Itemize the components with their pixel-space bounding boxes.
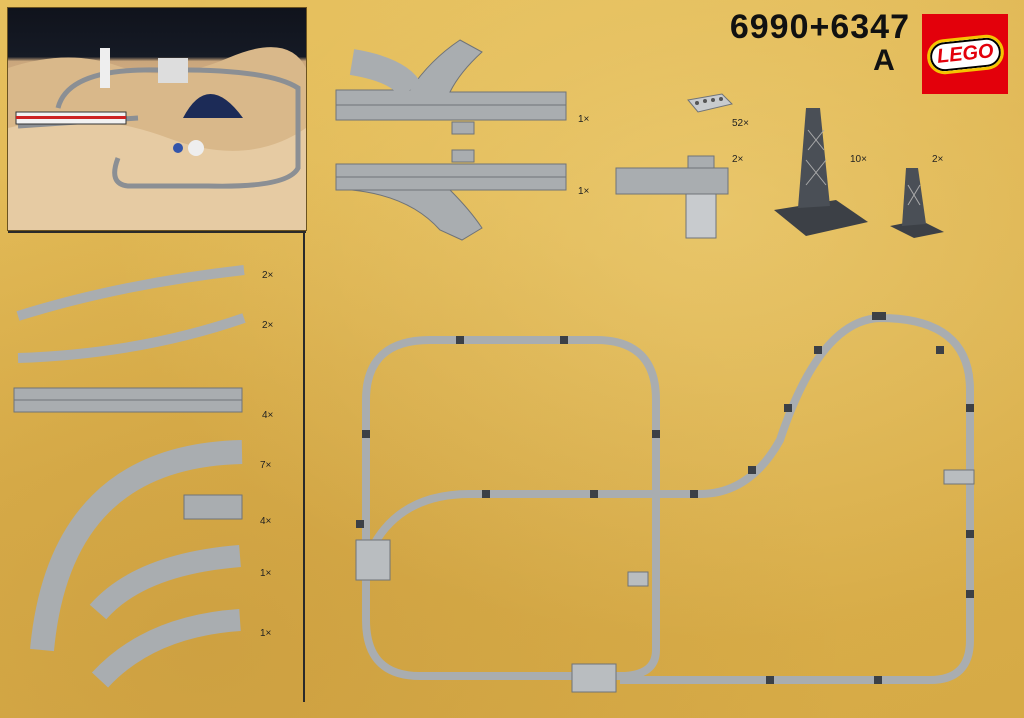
track-layout-switches [355, 469, 975, 693]
qty-curve-flex-b: 2× [262, 320, 274, 331]
set-number: 6990+6347 [729, 8, 910, 46]
track-curve-large [30, 440, 243, 652]
track-curve-flex-b [17, 313, 246, 363]
track-layout-supports [356, 312, 974, 684]
column-divider [303, 232, 305, 702]
switch-track-right [335, 149, 567, 241]
photo-divider [8, 231, 306, 233]
qty-switch-right: 1× [578, 186, 590, 197]
tall-support-pylon [774, 108, 868, 236]
track-layout-diagram [362, 313, 974, 684]
track-curve-medium [89, 545, 241, 620]
plate-1x4 [687, 93, 733, 113]
track-straight-long [13, 387, 243, 413]
sheet-variant: A [873, 44, 895, 77]
lego-logo: LEGO [922, 14, 1008, 94]
switch-track-left [335, 39, 567, 135]
qty-switch-left: 1× [578, 114, 590, 125]
qty-tall-support: 10× [850, 154, 867, 165]
qty-plate: 52× [732, 118, 749, 129]
model-photo-illustration [8, 47, 306, 230]
track-straight-short [183, 494, 243, 520]
qty-short-support: 2× [932, 154, 944, 165]
track-curve-flex-a [16, 265, 245, 321]
short-support-pylon [890, 168, 944, 238]
qty-t-junction: 2× [732, 154, 744, 165]
qty-curve-small: 1× [260, 628, 272, 639]
model-photo [8, 8, 306, 230]
qty-curve-large: 7× [260, 460, 272, 471]
qty-straight-short: 4× [260, 516, 272, 527]
qty-curve-flex-a: 2× [262, 270, 274, 281]
track-curve-small [91, 609, 241, 688]
t-junction-track [615, 155, 729, 239]
qty-curve-medium: 1× [260, 568, 272, 579]
qty-straight-long: 4× [262, 410, 274, 421]
